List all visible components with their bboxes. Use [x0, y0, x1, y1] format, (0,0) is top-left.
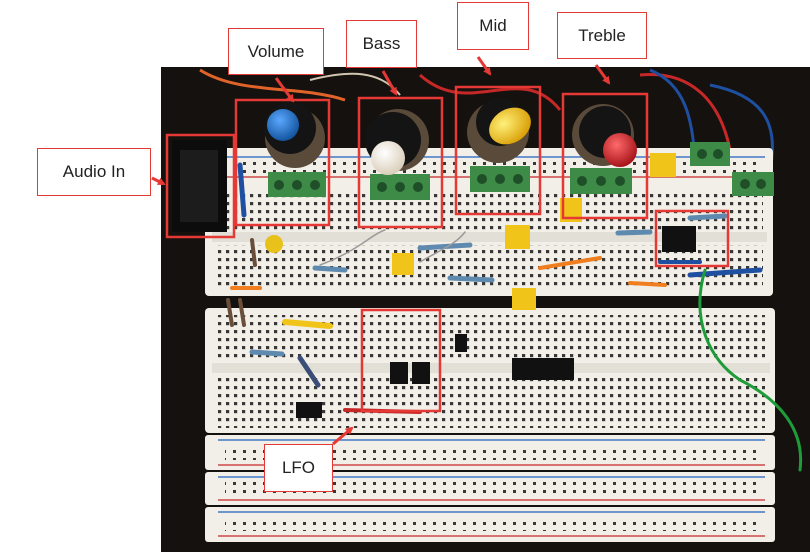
knob-mid: [476, 98, 531, 146]
highlight-audio-in: [165, 133, 236, 239]
callout-arrows: [151, 56, 611, 446]
audio-jack: [172, 140, 227, 232]
highlight-mid: [454, 85, 542, 216]
label-mid: Mid: [457, 2, 529, 50]
highlight-volume: [234, 98, 331, 227]
breadboard-middle: [205, 308, 775, 433]
highlight-lfo: [360, 308, 442, 413]
label-lfo: LFO: [264, 444, 333, 492]
power-rails: [205, 435, 775, 542]
highlight-treble: [561, 92, 649, 220]
knob-treble: [579, 106, 637, 167]
label-volume: Volume: [228, 28, 324, 75]
electrolytic-capacitor: [265, 235, 283, 253]
resistors: [249, 213, 728, 357]
highlight-boxes: [165, 85, 730, 413]
capacitors: [392, 153, 676, 310]
ic-chips: [296, 226, 696, 418]
pot-terminals: [268, 142, 774, 200]
highlight-ic: [654, 209, 730, 268]
knob-bass: [365, 112, 421, 175]
knob-volume: [264, 102, 316, 154]
highlight-bass: [357, 96, 444, 229]
label-bass: Bass: [346, 20, 417, 68]
label-treble: Treble: [557, 12, 647, 59]
label-audio-in: Audio In: [37, 148, 151, 196]
